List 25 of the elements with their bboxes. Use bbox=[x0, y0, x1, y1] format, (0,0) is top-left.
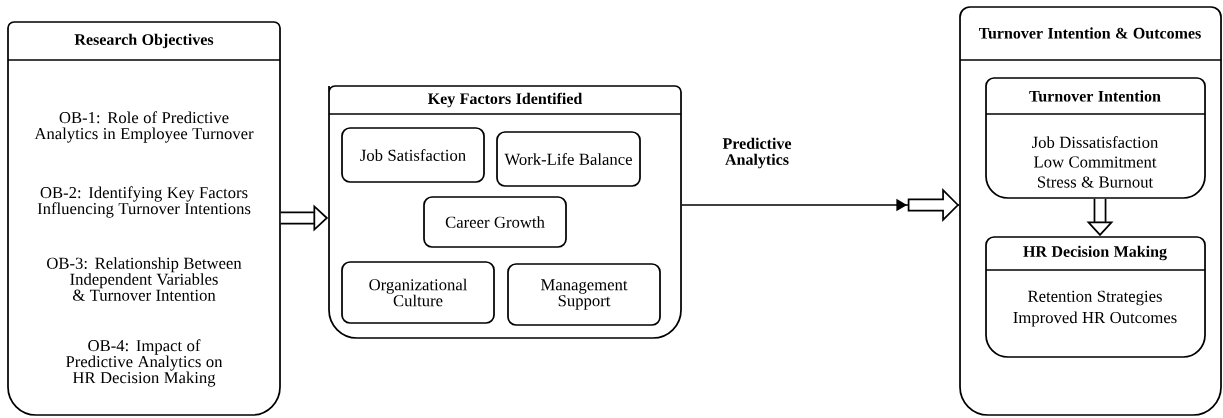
body-text: Improved HR Outcomes bbox=[1013, 311, 1177, 327]
panel-heading: Key Factors Identified bbox=[427, 92, 583, 108]
body-text: Low Commitment bbox=[1034, 156, 1157, 168]
body-text: Stress & Burnout bbox=[1037, 176, 1154, 188]
body-text: OB-2: Identifying Key Factors Influencing Turnover Intentions bbox=[37, 186, 251, 218]
inner-panel bbox=[985, 236, 1206, 358]
panel-heading: Turnover Intention & Outcomes bbox=[979, 27, 1201, 39]
edge-label: Predictive Analytics bbox=[722, 137, 792, 169]
body-text: OB-1: Role of Predictive Analytics in Employee Turnover bbox=[34, 111, 254, 143]
body-text: Retention Strategies bbox=[1028, 290, 1162, 306]
body-text: OB-3: Relationship Between Independent Variables & Turnover Intention bbox=[47, 257, 242, 301]
panel bbox=[7, 21, 281, 416]
factor-box: Management Support bbox=[507, 263, 661, 326]
factor-box: Organizational Culture bbox=[341, 261, 495, 324]
panel-heading: HR Decision Making bbox=[1023, 245, 1167, 261]
body-text: Job Dissatisfaction bbox=[1032, 136, 1159, 148]
factor-box: Career Growth bbox=[423, 196, 567, 248]
panel-heading: Research Objectives bbox=[74, 33, 214, 49]
panel-heading: Turnover Intention bbox=[1029, 90, 1161, 102]
panel bbox=[328, 85, 682, 339]
inner-panel bbox=[985, 77, 1206, 199]
panel bbox=[959, 6, 1222, 416]
factor-box: Job Satisfaction bbox=[341, 127, 485, 183]
body-text: OB-4: Impact of Predictive Analytics on HR Decision Making bbox=[66, 339, 223, 387]
factor-box: Work-Life Balance bbox=[496, 131, 641, 187]
